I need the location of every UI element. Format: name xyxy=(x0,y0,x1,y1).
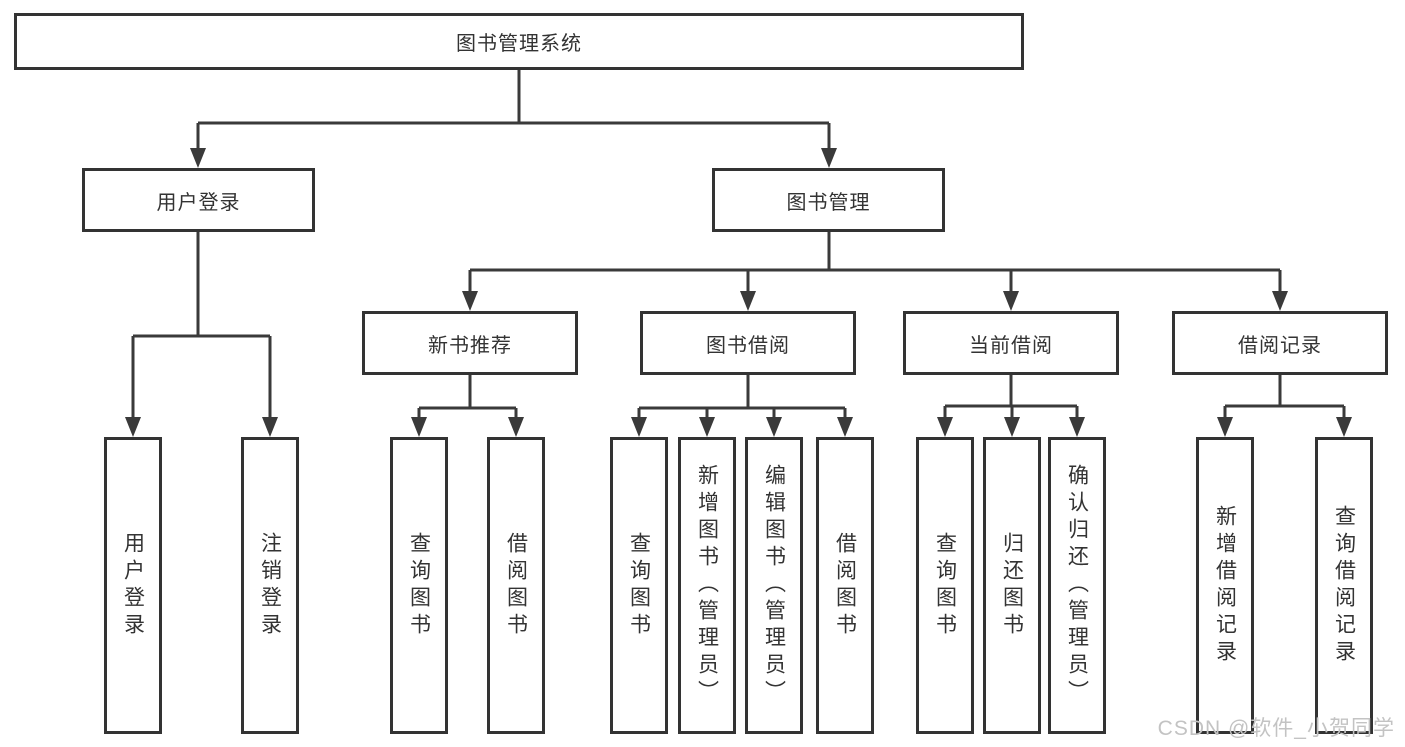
connector-current-borrowing-children xyxy=(937,375,1085,437)
connector-user-login-children xyxy=(125,232,278,437)
node-label: 查询借阅记录 xyxy=(1332,504,1356,667)
node-label: 图书管理系统 xyxy=(456,33,582,55)
node-borrow-books: 借阅图书 xyxy=(816,437,874,734)
node-book-borrowing: 图书借阅 xyxy=(640,311,856,375)
node-user-login: 用户登录 xyxy=(82,168,315,232)
connector-borrowing-records-children xyxy=(1217,375,1352,437)
node-label: 新书推荐 xyxy=(428,334,512,357)
node-query-borrow-record: 查询借阅记录 xyxy=(1315,437,1373,734)
node-label: 当前借阅 xyxy=(969,334,1053,357)
csdn-watermark: CSDN @软件_小贺同学 xyxy=(1157,717,1395,740)
node-add-borrow-record: 新增借阅记录 xyxy=(1196,437,1254,734)
node-label: 注销登录 xyxy=(258,531,282,640)
node-label: 借阅记录 xyxy=(1238,334,1322,357)
connector-root-to-level2 xyxy=(190,70,837,168)
node-label: 图书借阅 xyxy=(706,334,790,357)
node-label: 查询图书 xyxy=(933,531,957,640)
node-label: 借阅图书 xyxy=(504,531,528,640)
connector-new-book-recommend-children xyxy=(411,375,524,437)
node-borrowing-query-books: 查询图书 xyxy=(610,437,668,734)
node-label: 图书管理 xyxy=(786,191,871,214)
node-label: 新增借阅记录 xyxy=(1213,504,1237,667)
node-label: 归还图书 xyxy=(1000,531,1024,640)
node-current-borrowing: 当前借阅 xyxy=(903,311,1119,375)
node-return-books: 归还图书 xyxy=(983,437,1041,734)
node-label: 借阅图书 xyxy=(833,531,857,640)
node-logout-action: 注销登录 xyxy=(241,437,299,734)
node-recommend-borrow-books: 借阅图书 xyxy=(487,437,545,734)
node-label: 用户登录 xyxy=(156,191,241,214)
node-current-query-books: 查询图书 xyxy=(916,437,974,734)
node-edit-books-admin: 编辑图书（管理员） xyxy=(745,437,803,734)
node-book-management: 图书管理 xyxy=(712,168,945,232)
connector-book-management-children xyxy=(462,232,1288,311)
node-new-book-recommend: 新书推荐 xyxy=(362,311,578,375)
node-label: 新增图书（管理员） xyxy=(695,464,719,707)
node-confirm-return-admin: 确认归还（管理员） xyxy=(1048,437,1106,734)
node-label: 用户登录 xyxy=(121,531,145,640)
node-label: 查询图书 xyxy=(407,531,431,640)
node-borrowing-records: 借阅记录 xyxy=(1172,311,1388,375)
node-library-management-system: 图书管理系统 xyxy=(14,13,1024,70)
node-label: 编辑图书（管理员） xyxy=(762,464,786,707)
node-user-login-action: 用户登录 xyxy=(104,437,162,734)
node-label: 查询图书 xyxy=(627,531,651,640)
node-recommend-query-books: 查询图书 xyxy=(390,437,448,734)
connector-book-borrowing-children xyxy=(631,375,853,437)
node-label: 确认归还（管理员） xyxy=(1065,464,1089,707)
node-add-books-admin: 新增图书（管理员） xyxy=(678,437,736,734)
